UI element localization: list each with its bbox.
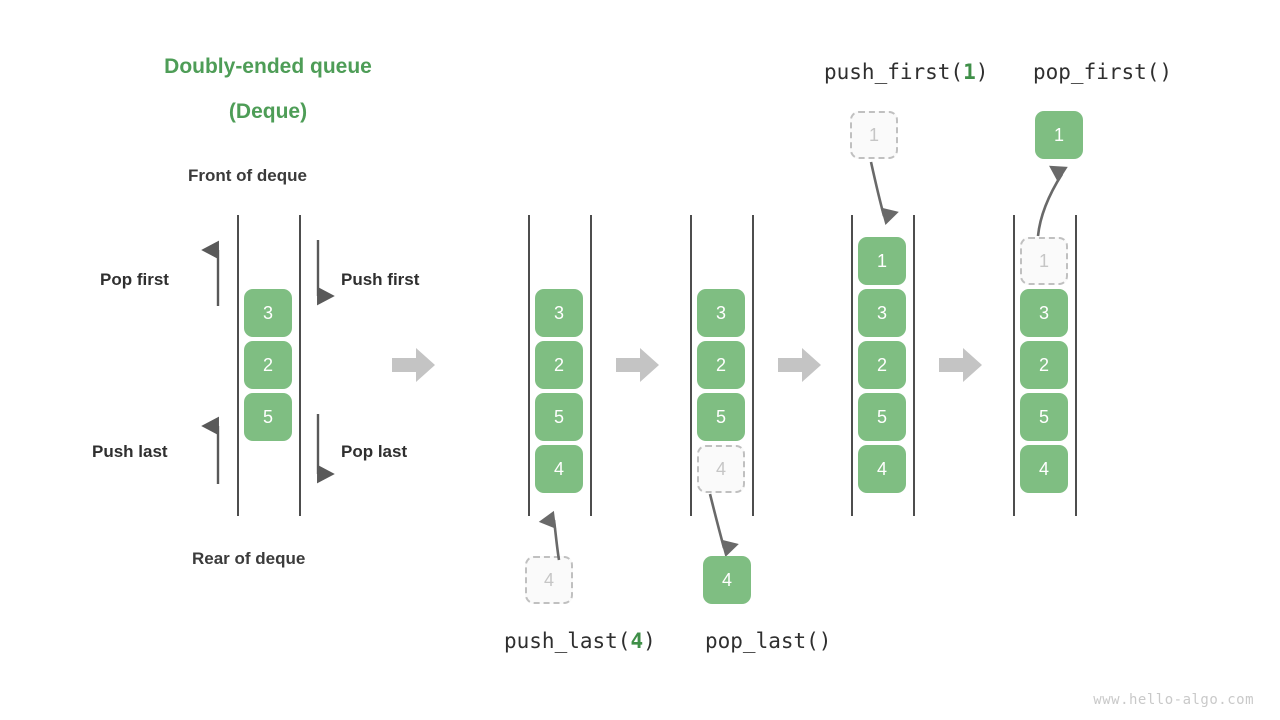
deque-cell: 2: [535, 341, 583, 389]
deque-cell: 5: [858, 393, 906, 441]
pop-last-label: Pop last: [341, 442, 408, 461]
deque-cell-removed: 4: [697, 445, 745, 493]
op-push-last-prefix: push_last(: [504, 629, 631, 653]
deque-cell: 2: [1020, 341, 1068, 389]
flow-arrow-icon: [392, 348, 435, 382]
page-title: Doubly-ended queue: [164, 55, 372, 78]
rail-left: [528, 215, 530, 516]
watermark: www.hello-algo.com: [1093, 692, 1254, 708]
flow-arrow-icon: [939, 348, 982, 382]
op-label-pop-first: pop_first(): [1033, 60, 1173, 84]
deque-cell: 2: [697, 341, 745, 389]
op-push-first-suffix: ): [975, 60, 989, 84]
rail-right: [752, 215, 754, 516]
floating-result-cell-pop-last: 4: [703, 556, 751, 604]
op-label-pop-last: pop_last(): [705, 629, 832, 653]
deque-cell: 5: [1020, 393, 1068, 441]
deque-cell: 3: [1020, 289, 1068, 337]
rail-left: [1013, 215, 1015, 516]
floating-ghost-cell-push-last: 4: [525, 556, 573, 604]
push-first-arrow-icon: [316, 240, 335, 306]
push-first-label: Push first: [341, 270, 420, 289]
flow-arrow-icon: [778, 348, 821, 382]
deque-cell: 5: [697, 393, 745, 441]
push-last-label: Push last: [92, 442, 168, 461]
rail-right: [1075, 215, 1077, 516]
pop-last-arrow-icon: [316, 414, 335, 484]
deque-cell: 3: [535, 289, 583, 337]
floating-result-cell-pop-first: 1: [1035, 111, 1083, 159]
op-push-first-prefix: push_first(: [824, 60, 964, 84]
deque-cell: 4: [1020, 445, 1068, 493]
rail-right: [913, 215, 915, 516]
deque-cell: 3: [858, 289, 906, 337]
push-last-insert-arrow-icon: [538, 510, 561, 561]
pop-first-label: Pop first: [100, 270, 169, 289]
rail-left: [851, 215, 853, 516]
deque-cell: 5: [535, 393, 583, 441]
pop-last-remove-arrow-icon: [708, 493, 739, 558]
deque-cell-new: 1: [858, 237, 906, 285]
front-of-deque-label: Front of deque: [188, 166, 307, 185]
flow-arrow-icon: [616, 348, 659, 382]
push-first-insert-arrow-icon: [869, 161, 899, 226]
rail-right: [299, 215, 301, 516]
deque-cell: 2: [244, 341, 292, 389]
pop-first-remove-arrow-icon: [1036, 165, 1068, 237]
op-push-first-arg: 1: [963, 60, 976, 84]
op-label-push-first: push_first(1): [824, 60, 988, 84]
push-last-arrow-icon: [201, 416, 220, 484]
op-push-last-suffix: ): [643, 629, 656, 653]
page-subtitle: (Deque): [228, 100, 308, 123]
deque-cell: 2: [858, 341, 906, 389]
rail-left: [237, 215, 239, 516]
deque-cell-new: 4: [535, 445, 583, 493]
deque-cell: 5: [244, 393, 292, 441]
deque-cell: 4: [858, 445, 906, 493]
rail-right: [590, 215, 592, 516]
pop-first-arrow-icon: [201, 240, 220, 306]
op-label-push-last: push_last(4): [504, 629, 656, 653]
floating-ghost-cell-push-first: 1: [850, 111, 898, 159]
deque-cell: 3: [244, 289, 292, 337]
op-push-last-arg: 4: [630, 629, 644, 653]
deque-cell-removed: 1: [1020, 237, 1068, 285]
rear-of-deque-label: Rear of deque: [192, 549, 306, 568]
deque-cell: 3: [697, 289, 745, 337]
rail-left: [690, 215, 692, 516]
